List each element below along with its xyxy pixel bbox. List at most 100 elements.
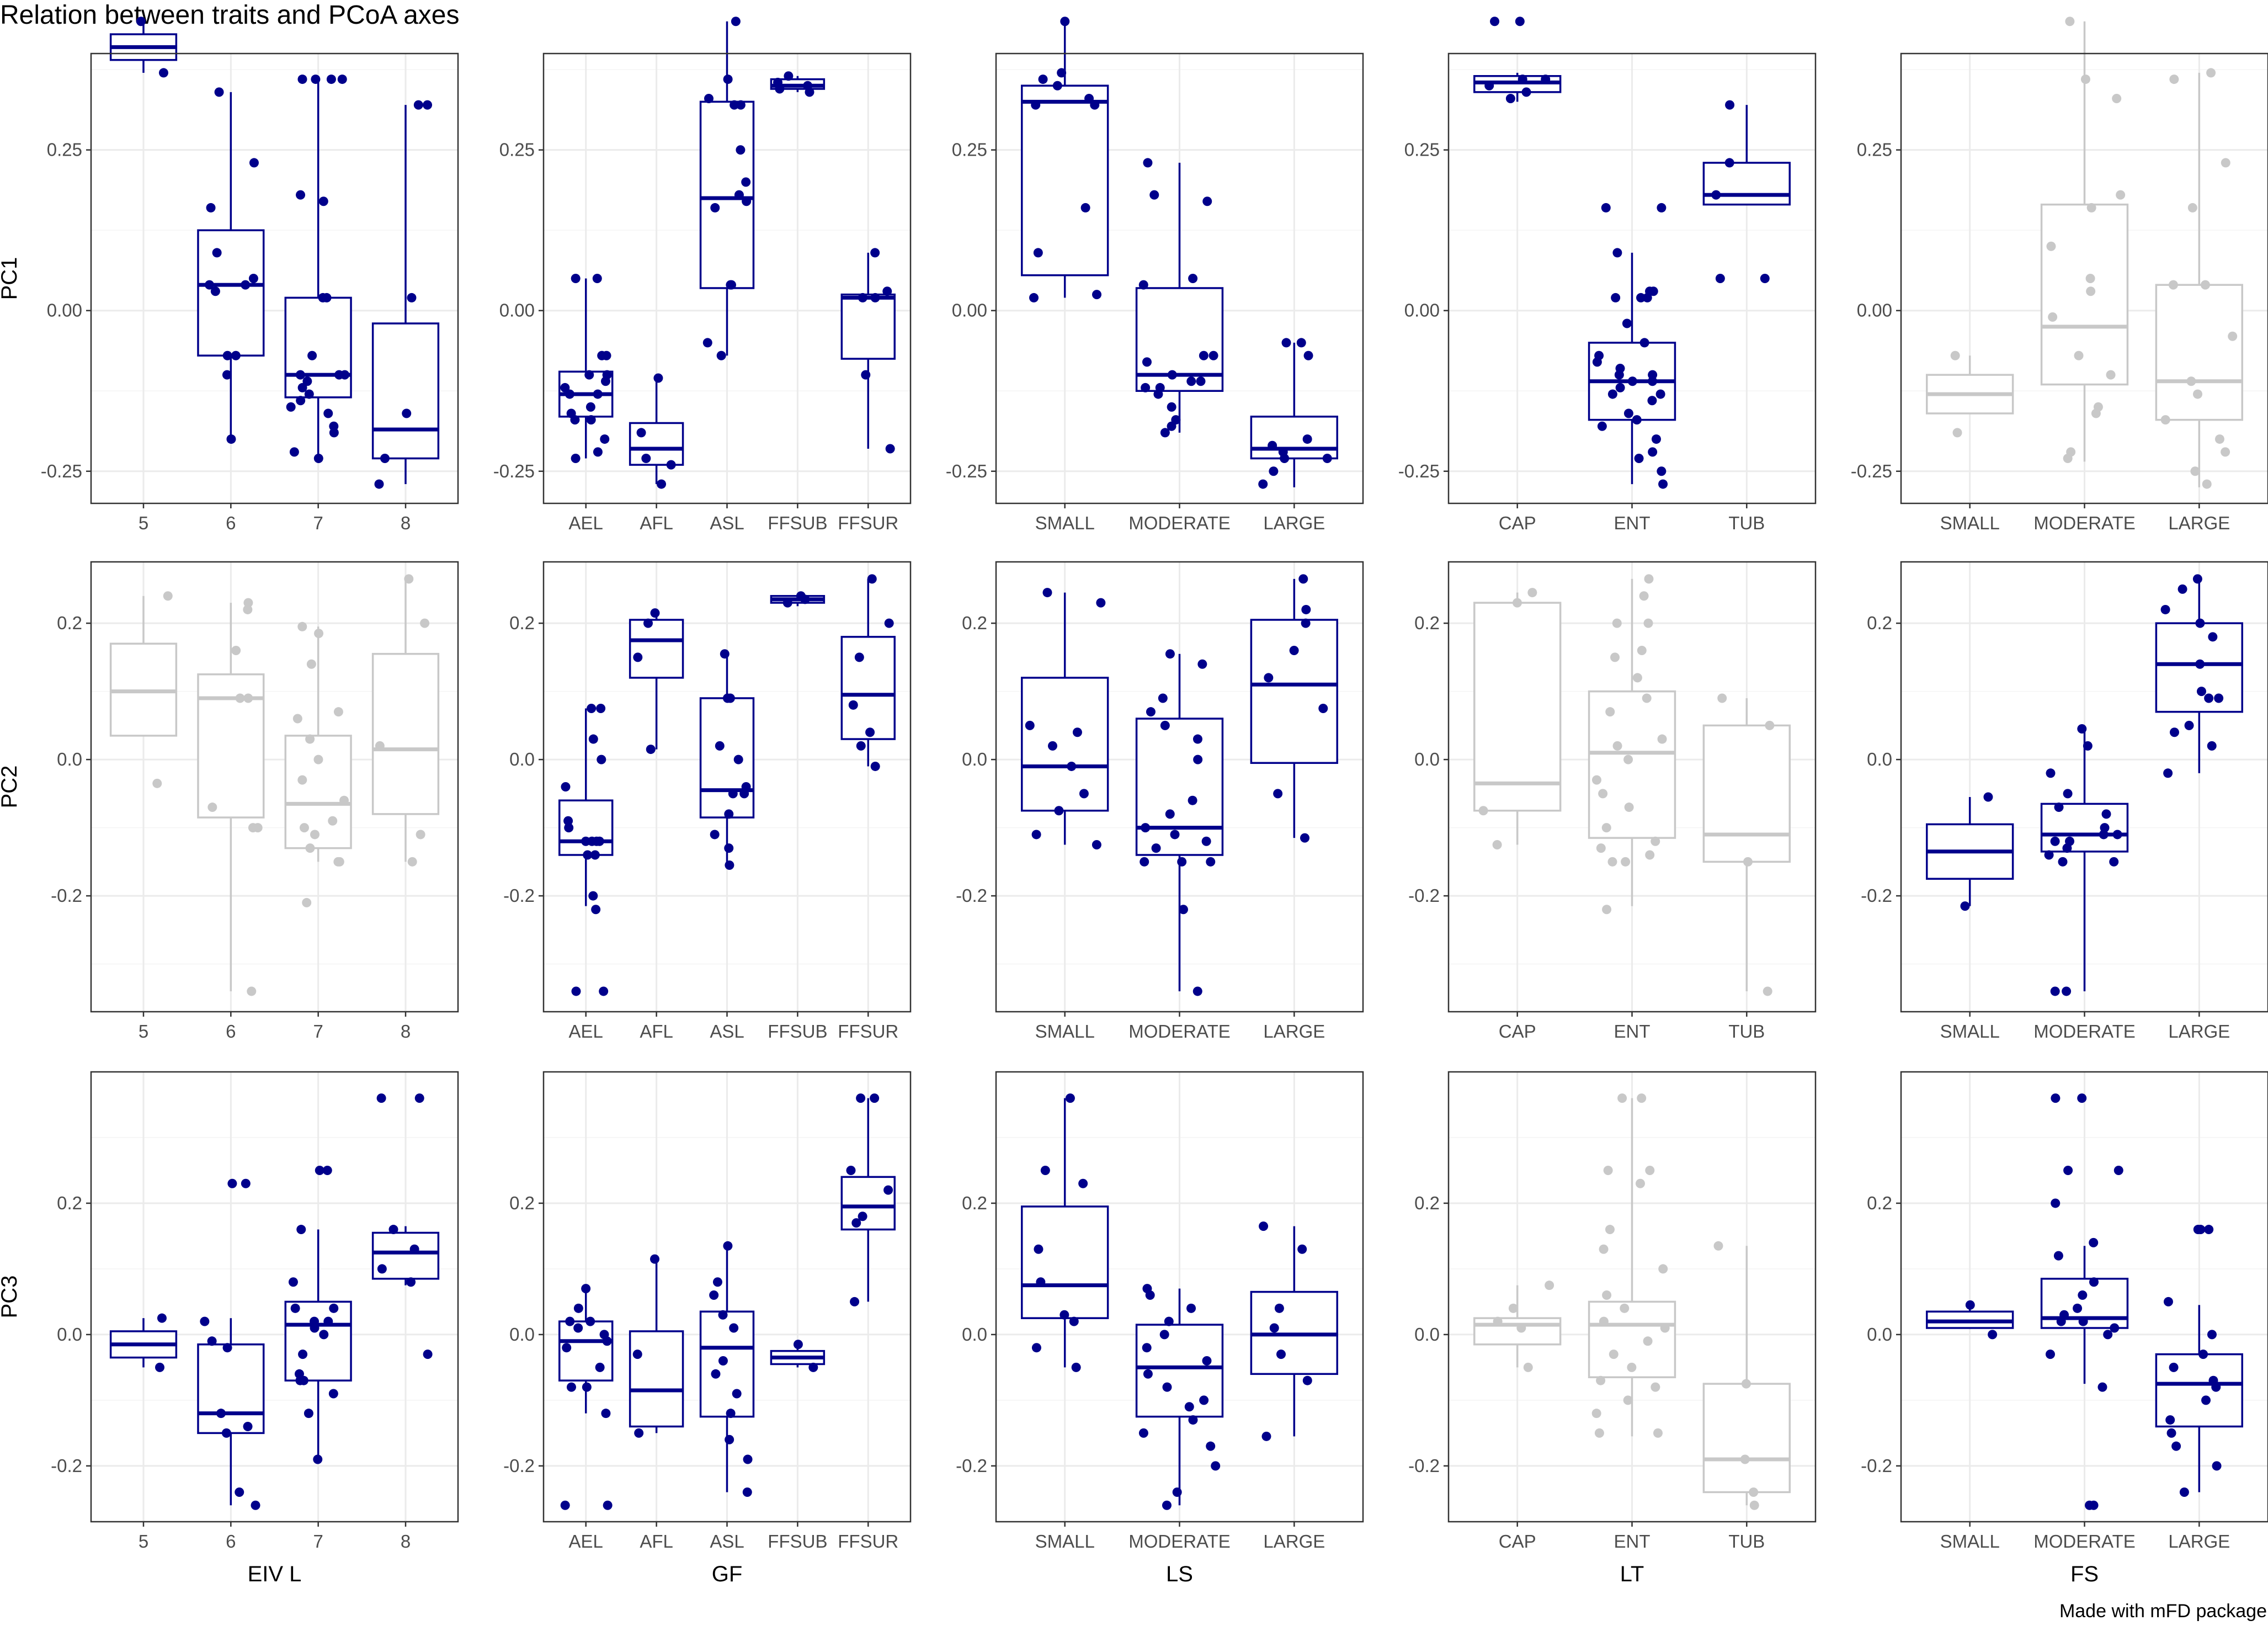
box-5	[109, 17, 178, 78]
data-point	[1725, 100, 1735, 110]
y-tick-label: 0.0	[509, 749, 535, 769]
data-point	[858, 293, 867, 302]
data-point	[1202, 1356, 1212, 1366]
data-point	[588, 891, 598, 901]
data-point	[2214, 693, 2224, 703]
box-7	[284, 75, 352, 463]
data-point	[1054, 806, 1064, 816]
data-point	[2196, 687, 2206, 697]
data-point	[1602, 1290, 1612, 1300]
data-point	[592, 274, 602, 283]
data-point	[1211, 1461, 1221, 1471]
data-point	[1607, 389, 1617, 399]
data-point	[1300, 833, 1309, 843]
data-point	[742, 196, 752, 206]
x-tick-label: LARGE	[1263, 1021, 1325, 1042]
data-point	[1643, 1336, 1653, 1346]
box-moderate	[2040, 1093, 2129, 1510]
y-tick-label: -0.2	[503, 885, 535, 906]
data-point	[1025, 720, 1035, 730]
data-point	[388, 1225, 398, 1235]
data-point	[1301, 604, 1311, 614]
data-point	[2211, 1382, 2221, 1392]
box-iqr	[1021, 1205, 1109, 1319]
data-point	[2193, 389, 2203, 399]
box-iqr	[1021, 677, 1109, 812]
data-point	[581, 836, 591, 846]
data-point	[1151, 843, 1161, 853]
box-iqr	[371, 322, 440, 460]
y-tick-label: 0.25	[1404, 140, 1440, 160]
x-tick-label: SMALL	[1035, 1021, 1095, 1042]
data-point	[136, 17, 146, 26]
data-point	[1031, 100, 1041, 110]
data-point	[2051, 1093, 2061, 1103]
data-point	[1612, 741, 1622, 751]
data-point	[712, 1277, 722, 1287]
data-point	[725, 693, 735, 703]
data-point	[587, 703, 597, 713]
box-6	[197, 598, 265, 996]
data-point	[870, 1093, 880, 1103]
data-point	[1605, 707, 1615, 717]
box-small	[1926, 1300, 2014, 1340]
data-point	[1047, 741, 1057, 751]
data-point	[1637, 646, 1647, 656]
data-point	[870, 293, 880, 302]
x-tick-label: SMALL	[1035, 513, 1095, 533]
y-tick-label: 0.0	[1867, 749, 1892, 769]
data-point	[591, 905, 601, 915]
data-point	[1760, 274, 1770, 283]
data-point	[1644, 574, 1654, 584]
data-point	[1201, 836, 1211, 846]
data-point	[726, 1409, 736, 1419]
data-point	[1269, 1323, 1279, 1333]
data-point	[1617, 1093, 1627, 1103]
data-point	[1142, 1343, 1152, 1353]
data-point	[582, 1382, 592, 1392]
box-ffsub	[770, 591, 826, 608]
data-point	[2065, 17, 2075, 26]
data-point	[1717, 693, 1727, 703]
data-point	[2062, 986, 2072, 996]
data-point	[1623, 1395, 1633, 1405]
data-point	[1639, 591, 1649, 601]
data-point	[1651, 1382, 1660, 1392]
data-point	[723, 1241, 733, 1251]
box-iqr	[197, 229, 265, 357]
data-point	[1741, 1379, 1751, 1389]
box-cap	[1473, 1281, 1562, 1372]
data-point	[666, 460, 676, 470]
box-cap	[1473, 588, 1562, 849]
y-tick-label: 0.2	[509, 613, 535, 633]
data-point	[1623, 755, 1633, 764]
data-point	[739, 789, 749, 799]
data-point	[222, 1343, 232, 1353]
data-point	[2186, 376, 2196, 386]
panel-background	[91, 1072, 458, 1522]
data-point	[1512, 598, 1522, 608]
data-point	[322, 293, 332, 302]
data-point	[716, 350, 726, 360]
data-point	[1318, 703, 1328, 713]
data-point	[1141, 382, 1151, 392]
data-point	[409, 1244, 419, 1254]
data-point	[374, 479, 384, 489]
data-point	[2160, 415, 2170, 425]
data-point	[251, 1500, 260, 1510]
data-point	[329, 428, 339, 438]
data-point	[561, 782, 571, 791]
x-axis-title-gf: GF	[712, 1562, 743, 1586]
data-point	[808, 1362, 818, 1372]
data-point	[310, 830, 320, 840]
data-point	[289, 447, 299, 457]
data-point	[861, 370, 871, 380]
data-point	[1614, 370, 1624, 380]
data-point	[593, 447, 603, 457]
data-point	[1601, 823, 1611, 833]
data-point	[1322, 454, 1332, 463]
data-point	[2112, 94, 2122, 103]
data-point	[603, 1500, 613, 1510]
data-point	[1983, 792, 1993, 802]
